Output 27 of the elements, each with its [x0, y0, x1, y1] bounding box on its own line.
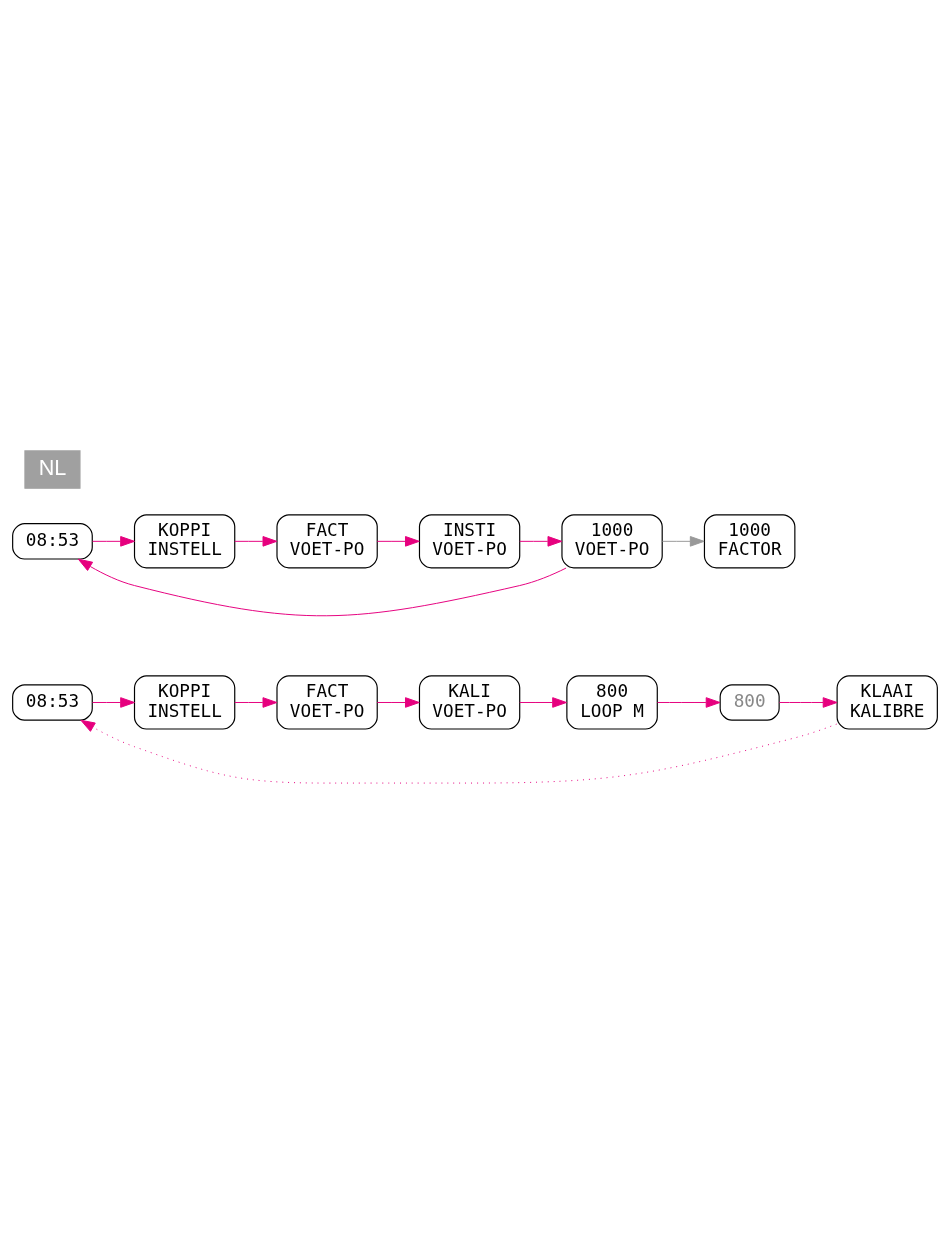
- node-box: 08:53: [12, 683, 93, 721]
- arrow: [376, 535, 420, 547]
- arrow: [376, 696, 420, 708]
- label: NL: [38, 454, 67, 480]
- node-box: 800: [719, 683, 780, 721]
- arrow: [657, 696, 721, 708]
- arrow: [80, 719, 838, 784]
- node-box: 800 LOOP M: [566, 674, 658, 730]
- node-box: KOPPI INSTELL: [133, 513, 236, 568]
- arrow: [519, 535, 563, 547]
- node-box: 08:53: [12, 522, 93, 560]
- node-box: KOPPI INSTELL: [133, 674, 236, 730]
- node-box: KLAAI KALIBRE: [836, 674, 938, 730]
- node-box: FACT VOET-PO: [276, 513, 378, 568]
- node-box: INSTI VOET-PO: [418, 513, 521, 568]
- node-box: 1000 FACTOR: [703, 513, 796, 568]
- node-box: 1000 VOET-PO: [561, 513, 663, 568]
- arrow: [92, 535, 135, 547]
- arrow: [519, 696, 567, 708]
- arrow: [661, 535, 705, 547]
- arrow: [234, 696, 278, 708]
- node-box: KALI VOET-PO: [418, 674, 521, 730]
- arrow: [77, 558, 567, 616]
- arrow: [234, 535, 278, 547]
- arrow: [92, 696, 135, 708]
- node-box: FACT VOET-PO: [276, 674, 378, 730]
- arrow: [778, 696, 838, 708]
